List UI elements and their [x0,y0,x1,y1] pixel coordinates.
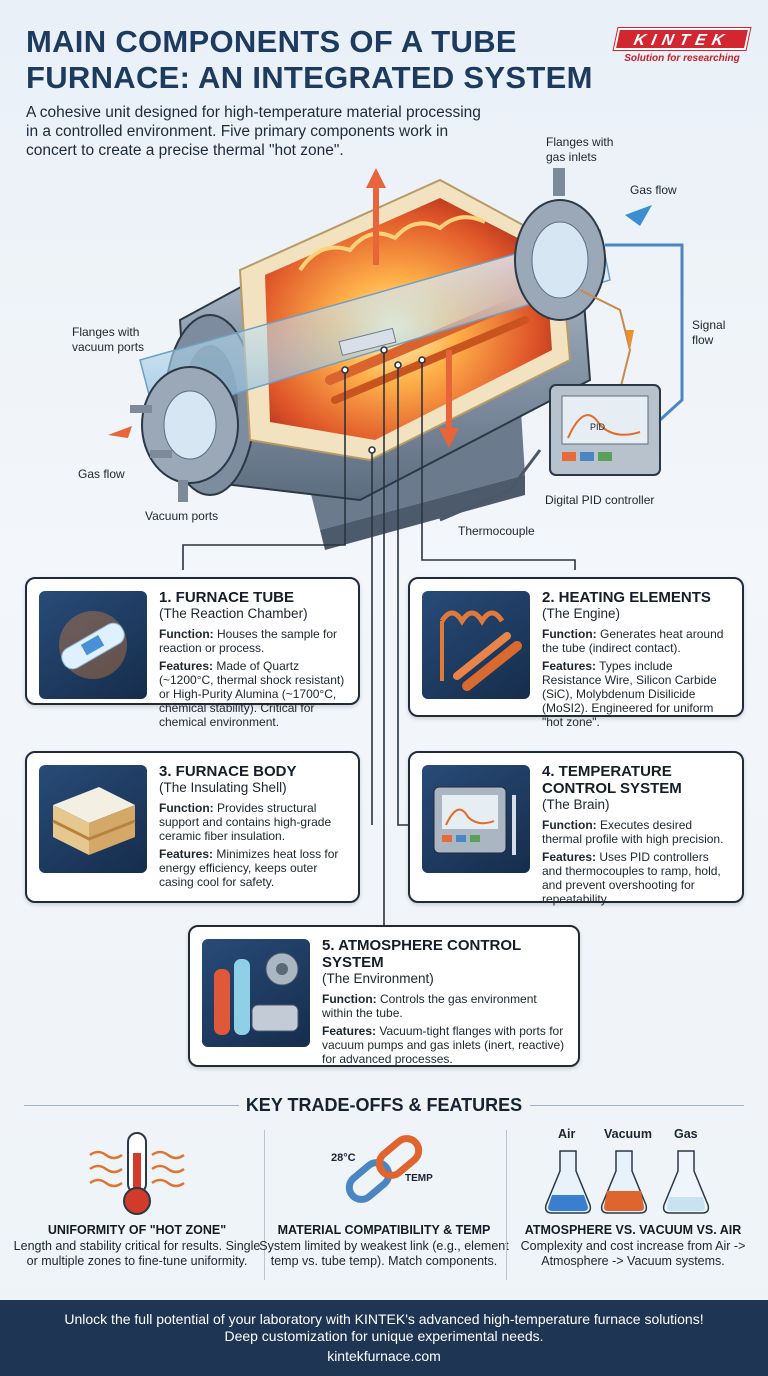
card-connectors [371,570,410,925]
card-furnace-body: 3. FURNACE BODY (The Insulating Shell) F… [25,751,360,903]
card-heating-elements: 2. HEATING ELEMENTS (The Engine) Functio… [408,577,744,729]
signal-line [605,243,684,422]
pid-controller [549,384,661,476]
thermocouple-wire [579,289,632,391]
footer-url-link[interactable]: kintekfurnace.com [327,1348,441,1364]
footer-banner: Unlock the full potential of your labora… [0,1300,768,1376]
card-function: Function: Executes desired thermal profi… [542,818,724,846]
pid-screen-text: PID [590,422,606,432]
atmosphere-control-illustration [202,939,310,1047]
card-temperature-control: 4. TEMPERATURE CONTROL SYSTEM (The Brain… [408,751,744,906]
tradeoff-desc: System limited by weakest link (e.g., el… [259,1239,509,1268]
card-features: Features: Types include Resistance Wire,… [542,659,717,729]
intro-text: A cohesive unit designed for high-temper… [26,104,481,159]
tradeoff-desc: Complexity and cost increase from Air ->… [520,1239,746,1268]
flask-label-air: Air [558,1127,576,1141]
card-features: Features: Uses PID controllers and therm… [542,850,721,906]
card-function: Function: Provides structural support an… [159,801,332,843]
gas-flow-right-arrow [625,205,652,226]
temperature-control-illustration [422,765,530,873]
tradeoff-uniformity: UNIFORMITY OF "HOT ZONE" Length and stab… [12,1125,262,1269]
card-title: 2. HEATING ELEMENTS [542,589,711,606]
tradeoff-atmosphere: Air Vacuum Gas ATMOSPHERE VS. VACUUM VS.… [508,1125,758,1269]
furnace-tube-illustration [39,591,147,699]
card-subtitle: (The Reaction Chamber) [159,606,308,621]
card-subtitle: (The Environment) [322,971,434,986]
divider-right [530,1105,744,1106]
gas-flow-left-arrow [108,426,132,438]
label-gas-flow-left: Gas flow [78,467,125,481]
heat-arrows [366,168,459,448]
thermometer-icon [12,1125,262,1215]
thermocouple-probe [439,449,542,522]
heating-elements-illustration [422,591,530,699]
tradeoff-desc: Length and stability critical for result… [13,1239,261,1268]
sample-boat [338,327,397,356]
label-flanges-gas-inlets: Flanges with gas inlets [546,135,614,164]
card-title: 5. ATMOSPHERE CONTROL SYSTEM [322,937,521,971]
card-title: 3. FURNACE BODY [159,763,297,780]
card-function: Function: Generates heat around the tube… [542,627,724,655]
gas-inlet-flange [514,168,606,321]
tradeoffs-heading: KEY TRADE-OFFS & FEATURES [245,1095,523,1115]
flask-label-vacuum: Vacuum [604,1127,652,1141]
tradeoff-title: ATMOSPHERE VS. VACUUM VS. AIR [524,1223,742,1237]
card-features: Features: Made of Quartz (~1200°C, therm… [159,659,345,729]
card-features: Features: Minimizes heat loss for energy… [159,847,339,889]
card-subtitle: (The Brain) [542,797,610,812]
chain-temp-label: 28°C [331,1152,356,1164]
page-title: MAIN COMPONENTS OF A TUBE FURNACE: AN IN… [26,24,593,95]
logo-tagline: Solution for researching [624,53,740,64]
logo-mark: KINTEK [612,27,752,51]
card-features: Features: Vacuum-tight flanges with port… [322,1024,565,1066]
label-signal-flow: Signal flow [692,318,726,347]
vacuum-port-flange [130,366,239,502]
separator [264,1130,265,1280]
card-furnace-tube: 1. FURNACE TUBE (The Reaction Chamber) F… [25,577,360,729]
flask-label-gas: Gas [674,1127,698,1141]
card-title: 4. TEMPERATURE CONTROL SYSTEM [542,763,682,797]
label-pid-controller: Digital PID controller [545,493,655,507]
label-thermocouple: Thermocouple [458,524,535,538]
label-vacuum-ports: Vacuum ports [145,509,219,523]
furnace-body-illustration [39,765,147,873]
card-function: Function: Controls the gas environment w… [322,992,537,1020]
flasks-icon: Air Vacuum Gas [508,1125,758,1215]
separator [506,1130,507,1280]
tradeoff-title: MATERIAL COMPATIBILITY & TEMP [277,1223,491,1237]
chain-link-icon: 28°C TEMP [259,1125,509,1215]
tradeoff-material: 28°C TEMP MATERIAL COMPATIBILITY & TEMP … [259,1125,509,1269]
label-gas-flow-right: Gas flow [630,183,677,197]
tube-furnace-diagram [108,168,684,570]
card-function: Function: Houses the sample for reaction… [159,627,338,655]
tradeoff-title: UNIFORMITY OF "HOT ZONE" [47,1223,227,1237]
card-subtitle: (The Engine) [542,606,621,621]
label-flanges-vacuum: Flanges with vacuum ports [72,325,145,354]
card-title: 1. FURNACE TUBE [159,589,295,606]
connector-lines [182,346,576,570]
footer-message: Unlock the full potential of your labora… [64,1311,704,1344]
card-subtitle: (The Insulating Shell) [159,780,287,795]
divider-left [24,1105,239,1106]
card-atmosphere-control: 5. ATMOSPHERE CONTROL SYSTEM (The Enviro… [188,925,580,1067]
chain-temp-tag: TEMP [405,1173,433,1184]
kintek-logo[interactable]: KINTEK Solution for researching [612,27,752,70]
